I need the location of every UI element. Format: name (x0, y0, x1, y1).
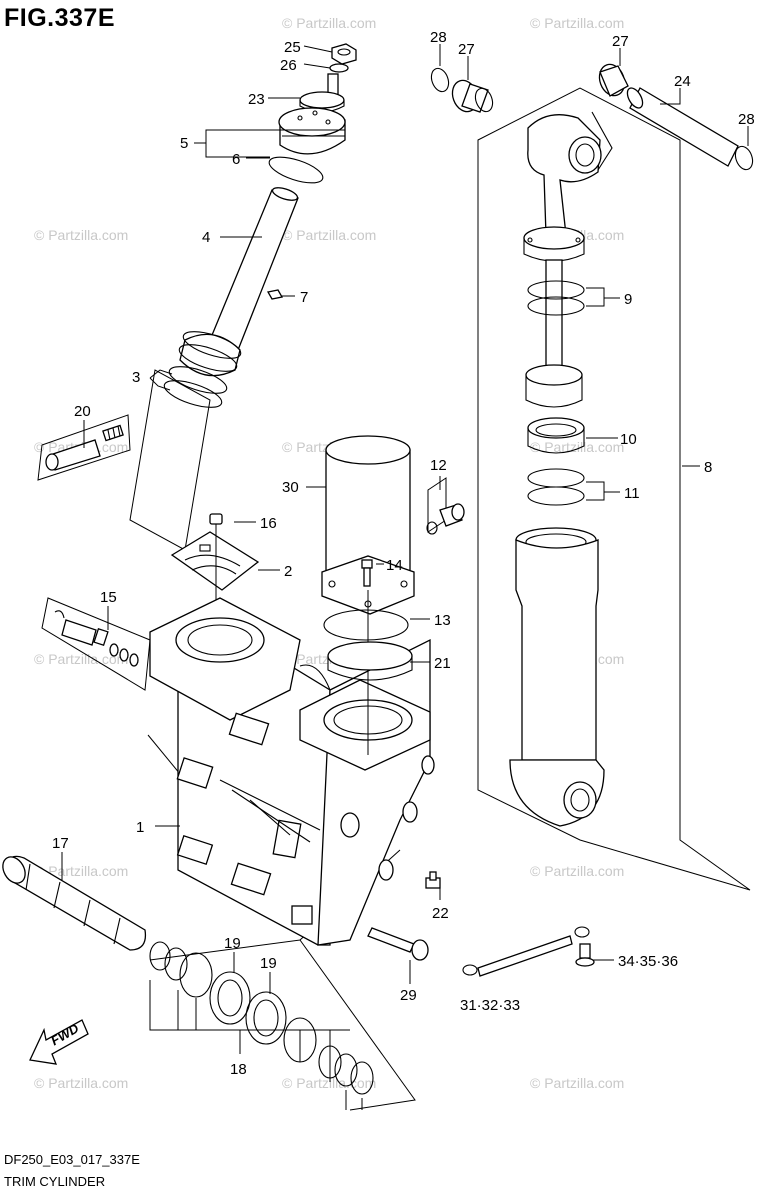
assembly-group-outline-3 (129, 369, 211, 551)
leader-lines (61, 44, 749, 1110)
watermark: © Partzilla.com (34, 227, 128, 243)
bolt-part-29 (367, 927, 429, 961)
callout-label: 24 (674, 73, 691, 90)
callout-label: 20 (74, 403, 91, 420)
figure-code: DF250_E03_017_337E (4, 1152, 140, 1167)
watermark: © Partzilla.com (530, 863, 624, 879)
callout-label: 22 (432, 905, 449, 922)
bolt-part-22 (425, 871, 441, 889)
callout-label: 3 (132, 369, 140, 386)
assembly-group-outline-seals (149, 939, 416, 1111)
callout-label: 7 (300, 289, 308, 306)
seal-rings-part-11 (527, 468, 585, 506)
assembly-group-outline-20 (37, 414, 131, 481)
washer-part-19 (209, 971, 251, 1025)
callout-label: 28 (738, 111, 755, 128)
figure-caption: TRIM CYLINDER (4, 1174, 106, 1189)
callout-label: 21 (434, 655, 451, 672)
seal-ring-part-18 (149, 941, 374, 1095)
valve-part-20 (45, 424, 124, 471)
callout-label: 8 (704, 459, 712, 476)
watermark: © Partzilla.com (34, 651, 128, 667)
callout-label: 10 (620, 431, 637, 448)
callout-label: 11 (624, 485, 640, 502)
cylinder-cap-part-5 (278, 107, 346, 155)
watermark: © Partzilla.com (530, 15, 624, 31)
callout-label: 26 (280, 57, 297, 74)
figure-title: FIG.337E (4, 4, 115, 32)
cylinder-assembly-outline (477, 87, 751, 891)
bushing-part-10 (527, 417, 585, 454)
callout-label: 34·35·36 (618, 953, 678, 970)
callout-label: 9 (624, 291, 632, 308)
watermark: © Partzilla.com (282, 227, 376, 243)
seal-rings-part-9 (527, 280, 585, 316)
callout-label: 31·32·33 (460, 997, 520, 1014)
callout-labels: 1 2 3 4 5 6 7 8 9 10 11 12 13 14 15 16 1… (52, 29, 755, 1078)
assembly-group-outline-12 (427, 477, 447, 533)
screw-part-34 (575, 943, 595, 967)
filter-canister-part-30 (321, 435, 415, 615)
callout-label: 1 (136, 819, 144, 836)
callout-label: 12 (430, 457, 447, 474)
o-ring-part-13 (323, 609, 409, 641)
assembly-group-outline-15 (41, 597, 151, 691)
callout-label: 2 (284, 563, 292, 580)
washer-part-26 (329, 63, 349, 73)
rod-head-part-8 (527, 111, 613, 236)
callout-label: 5 (180, 135, 188, 152)
watermark: © Partzilla.com (282, 1075, 376, 1091)
o-ring-part-6 (268, 156, 324, 184)
watermark: © Partzilla.com (530, 439, 624, 455)
cylinder-tube-part-8 (509, 527, 605, 827)
nut-part-25 (331, 43, 357, 65)
callout-label: 18 (230, 1061, 247, 1078)
watermark: © Partzilla.com (34, 1075, 128, 1091)
bushing-part-27 (451, 79, 494, 113)
callout-label: 15 (100, 589, 117, 606)
callout-label: 28 (430, 29, 447, 46)
circlip-part-28 (430, 67, 450, 93)
callout-label: 27 (612, 33, 629, 50)
plug-part-12 (426, 503, 465, 535)
watermark: © Partzilla.com (34, 863, 128, 879)
pin-part-24 (626, 87, 739, 167)
pin-part-7 (266, 289, 284, 300)
valve-part-15 (54, 610, 139, 667)
bolt-part-14 (361, 559, 373, 587)
callout-label: 4 (202, 229, 210, 246)
callout-label: 16 (260, 515, 277, 532)
callout-label: 27 (458, 41, 475, 58)
callout-label: 17 (52, 835, 69, 852)
callout-label: 25 (284, 39, 301, 56)
washer-part-19-b (245, 991, 287, 1045)
shaft-part-17 (2, 855, 147, 951)
tube-part-4 (178, 187, 299, 377)
watermark: © Partzilla.com (530, 1075, 624, 1091)
watermark: © Partzilla.com (282, 15, 376, 31)
fwd-arrow-icon: FWD (29, 1019, 89, 1065)
callout-label: 30 (282, 479, 299, 496)
callout-label: 23 (248, 91, 265, 108)
callout-label: 19 (260, 955, 277, 972)
ring-part-21 (327, 641, 413, 681)
callout-label: 6 (232, 151, 240, 168)
callout-label: 29 (400, 987, 417, 1004)
trim-body-part-1 (149, 597, 435, 946)
ground-wire-part-31 (462, 926, 590, 977)
seal-rings-part-3 (163, 366, 228, 408)
plate-part-2 (170, 531, 260, 591)
bushing-part-27-b (598, 63, 629, 97)
piston-rod-part-8 (523, 226, 585, 408)
shaft-cap-part-23 (299, 73, 345, 113)
circlip-part-28-b (734, 145, 754, 171)
callout-label: 14 (386, 557, 403, 574)
callout-label: 13 (434, 612, 451, 629)
callout-label: 19 (224, 935, 241, 952)
